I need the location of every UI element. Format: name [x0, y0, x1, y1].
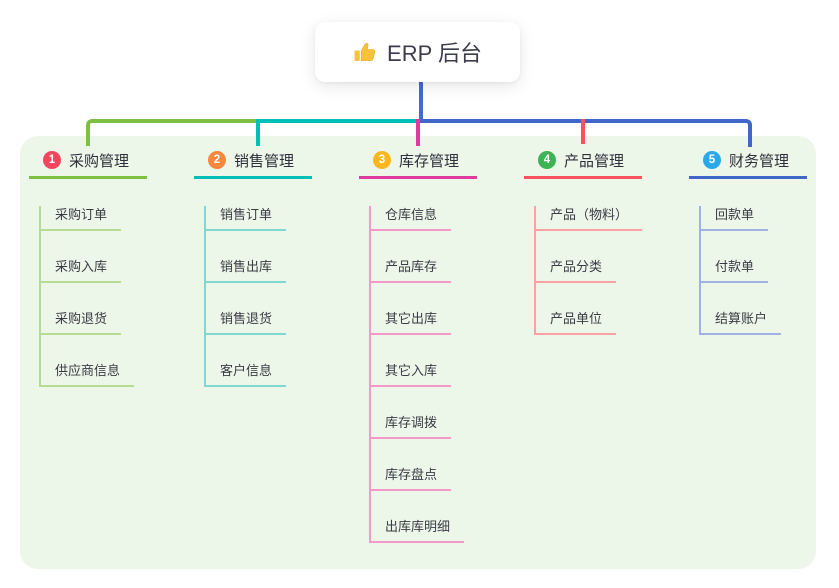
branch-title-label: 产品管理	[564, 152, 625, 170]
branch-title-label: 采购管理	[69, 152, 130, 170]
branch-children: 产品（物料） 产品分类产品单位	[534, 206, 643, 335]
bus-segment-finance	[420, 119, 752, 147]
branches-panel	[20, 136, 816, 569]
branch-title-label: 库存管理	[399, 152, 460, 170]
child-node[interactable]: 库存盘点	[371, 466, 452, 491]
branch-title-node[interactable]: 5 财务管理	[689, 146, 807, 174]
branch-1: 1 采购管理采购订单采购入库采购退货供应商信息	[29, 146, 147, 387]
branch-3: 3 库存管理仓库信息产品库存其它出库其它入库库存调拨库存盘点出库库明细	[359, 146, 477, 543]
branch-number-badge: 4	[538, 151, 556, 169]
child-node[interactable]: 其它出库	[371, 310, 452, 335]
branch-title-node[interactable]: 1 采购管理	[29, 146, 147, 174]
child-node[interactable]: 供应商信息	[41, 362, 135, 387]
branch-underline	[689, 176, 807, 179]
branch-children: 仓库信息产品库存其它出库其它入库库存调拨库存盘点出库库明细	[369, 206, 465, 543]
root-label: ERP 后台	[387, 41, 482, 66]
child-node[interactable]: 产品分类	[536, 258, 617, 283]
branch-number-badge: 5	[703, 151, 721, 169]
root-connector-line	[419, 82, 423, 120]
branch-children: 采购订单采购入库采购退货供应商信息	[39, 206, 135, 387]
child-node[interactable]: 销售出库	[206, 258, 287, 283]
bus-drop-product	[581, 119, 585, 144]
child-node[interactable]: 仓库信息	[371, 206, 452, 231]
branch-number-badge: 2	[208, 151, 226, 169]
root-node[interactable]: ERP 后台	[315, 22, 520, 82]
branch-children: 销售订单销售出库销售退货客户信息	[204, 206, 287, 387]
child-node[interactable]: 产品单位	[536, 310, 617, 335]
branch-5: 5 财务管理回款单付款单结算账户	[689, 146, 807, 335]
child-node[interactable]: 采购入库	[41, 258, 122, 283]
child-node[interactable]: 出库库明细	[371, 518, 465, 543]
child-node[interactable]: 库存调拨	[371, 414, 452, 439]
branch-underline	[359, 176, 477, 179]
child-node[interactable]: 客户信息	[206, 362, 287, 387]
child-node[interactable]: 结算账户	[701, 310, 782, 335]
child-node[interactable]: 回款单	[701, 206, 769, 231]
branch-children: 回款单付款单结算账户	[699, 206, 782, 335]
branch-number-badge: 1	[43, 151, 61, 169]
branch-underline	[29, 176, 147, 179]
branch-title-node[interactable]: 2 销售管理	[194, 146, 312, 174]
thumbs-up-icon	[353, 40, 377, 64]
branch-4: 4 产品管理产品（物料） 产品分类产品单位	[524, 146, 643, 335]
branch-title-node[interactable]: 3 库存管理	[359, 146, 477, 174]
branch-title-node[interactable]: 4 产品管理	[524, 146, 642, 174]
bus-segment-sales	[256, 119, 420, 146]
branch-title-label: 销售管理	[234, 152, 295, 170]
child-node[interactable]: 采购退货	[41, 310, 122, 335]
bus-drop-inventory	[416, 119, 420, 146]
branch-underline	[194, 176, 312, 179]
branch-underline	[524, 176, 642, 179]
branch-number-badge: 3	[373, 151, 391, 169]
child-node[interactable]: 销售退货	[206, 310, 287, 335]
child-node[interactable]: 付款单	[701, 258, 769, 283]
branch-2: 2 销售管理销售订单销售出库销售退货客户信息	[194, 146, 312, 387]
bus-segment-purchase	[86, 119, 256, 146]
child-node[interactable]: 采购订单	[41, 206, 122, 231]
child-node[interactable]: 销售订单	[206, 206, 287, 231]
child-node[interactable]: 其它入库	[371, 362, 452, 387]
child-node[interactable]: 产品库存	[371, 258, 452, 283]
branch-title-label: 财务管理	[729, 152, 790, 170]
child-node[interactable]: 产品（物料）	[536, 206, 643, 231]
